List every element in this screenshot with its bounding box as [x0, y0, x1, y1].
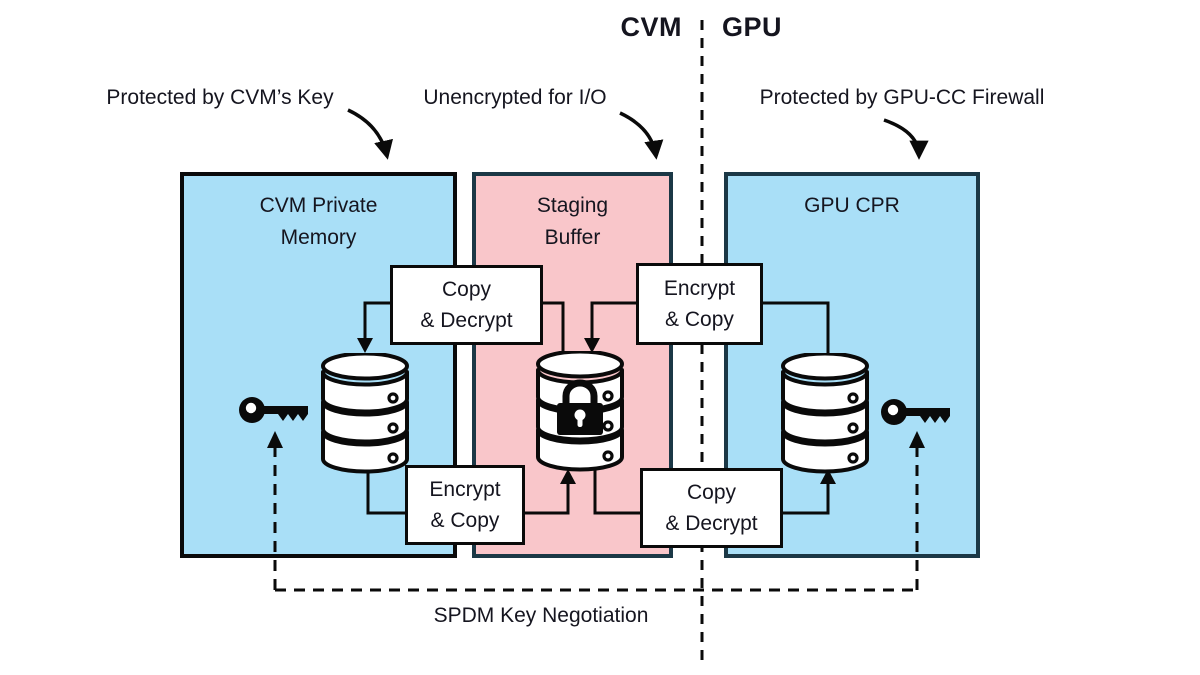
spdm-arrowhead-right-key	[909, 431, 925, 448]
op-box-encrypt-copy-top: Encrypt & Copy	[636, 263, 763, 345]
connector-rightdb-to-topright	[761, 301, 830, 358]
annotation-gpu-firewall: Protected by GPU-CC Firewall	[759, 86, 1045, 109]
op-box-encrypt-copy-bottom: Encrypt & Copy	[405, 465, 525, 545]
arrowhead-into-right-db	[820, 469, 836, 484]
annotation-cvm-key: Protected by CVM’s Key	[106, 86, 334, 109]
connector-middb-to-bottomright	[593, 468, 642, 515]
unencrypted-arrow	[619, 111, 664, 160]
connector-bottomleft-to-middb	[523, 482, 570, 515]
region-cvm-private-memory: CVM Private Memory	[180, 172, 457, 558]
domain-label-gpu: GPU	[722, 12, 783, 42]
arrowhead-into-mid-db-bottom	[560, 469, 576, 484]
arrowhead-into-left-db	[357, 338, 373, 353]
connector-leftdb-to-bottomleft	[366, 468, 407, 515]
database-with-padlock-icon	[536, 351, 624, 472]
key-icon	[239, 397, 308, 423]
domain-label-cvm: CVM	[620, 12, 682, 42]
connector-bottomright-to-rightdb	[781, 482, 830, 515]
region-title-cvm-private-memory: CVM Private Memory	[259, 194, 378, 249]
spdm-arrowhead-left-key	[267, 431, 283, 448]
database-icon	[321, 353, 409, 474]
connector-topleft-to-leftdb	[363, 301, 392, 340]
database-icon	[781, 353, 869, 474]
key-icon	[881, 399, 950, 425]
op-box-copy-decrypt-bottom: Copy & Decrypt	[640, 468, 783, 548]
region-title-staging-buffer: Staging Buffer	[536, 194, 609, 249]
annotation-spdm: SPDM Key Negotiation	[433, 604, 649, 627]
cvm-key-arrow	[347, 108, 393, 160]
op-box-copy-decrypt-top: Copy & Decrypt	[390, 265, 543, 345]
region-title-gpu-cpr: GPU CPR	[804, 194, 900, 217]
annotation-unencrypted: Unencrypted for I/O	[423, 86, 607, 109]
padlock-icon	[557, 379, 603, 435]
arrowhead-into-mid-db-top	[584, 338, 600, 353]
gpu-firewall-arrow	[883, 118, 929, 160]
connector-topright-to-middb	[590, 301, 638, 340]
connector-middb-to-topleft	[541, 301, 565, 358]
